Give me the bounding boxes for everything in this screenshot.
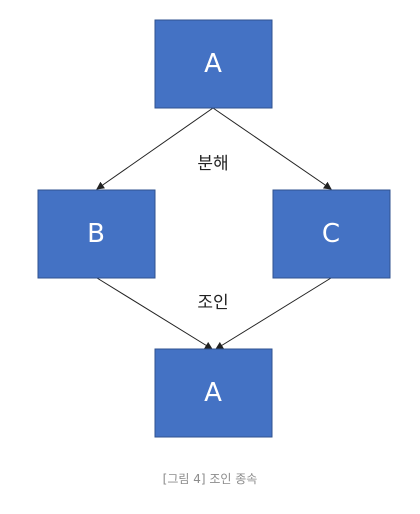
edge-a-to-b [96,107,214,190]
node-top-a-label: A [204,49,222,79]
node-left-b: B [37,189,156,279]
join-label: 조인 [197,293,228,313]
split-label: 분해 [197,154,228,174]
figure-caption: [그림 4] 조인 종속 [162,472,258,486]
node-right-c: C [272,189,391,279]
node-right-c-box [272,189,391,279]
node-left-b-box [37,189,156,279]
node-bottom-a-label: A [204,378,222,408]
node-top-a-box [154,19,273,109]
edge-a-to-c [212,107,332,190]
edge-b-to-a [96,277,213,350]
node-left-b-label: B [87,219,105,249]
edge-c-to-a [215,277,332,350]
node-bottom-a: A [154,348,273,438]
node-right-c-label: C [322,219,340,249]
node-top-a: A [154,19,273,109]
node-bottom-a-box [154,348,273,438]
